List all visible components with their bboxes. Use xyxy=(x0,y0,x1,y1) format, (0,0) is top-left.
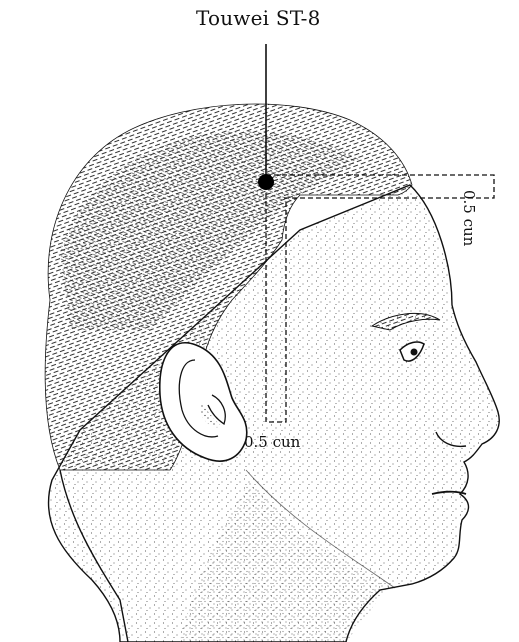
point-title: Touwei ST-8 xyxy=(196,6,321,30)
eye-pupil xyxy=(411,349,418,356)
acupoint-marker xyxy=(258,174,274,190)
lateral-measure-label: 0.5 cun xyxy=(460,190,478,246)
vertical-measure-label: 0.5 cun xyxy=(244,433,300,451)
